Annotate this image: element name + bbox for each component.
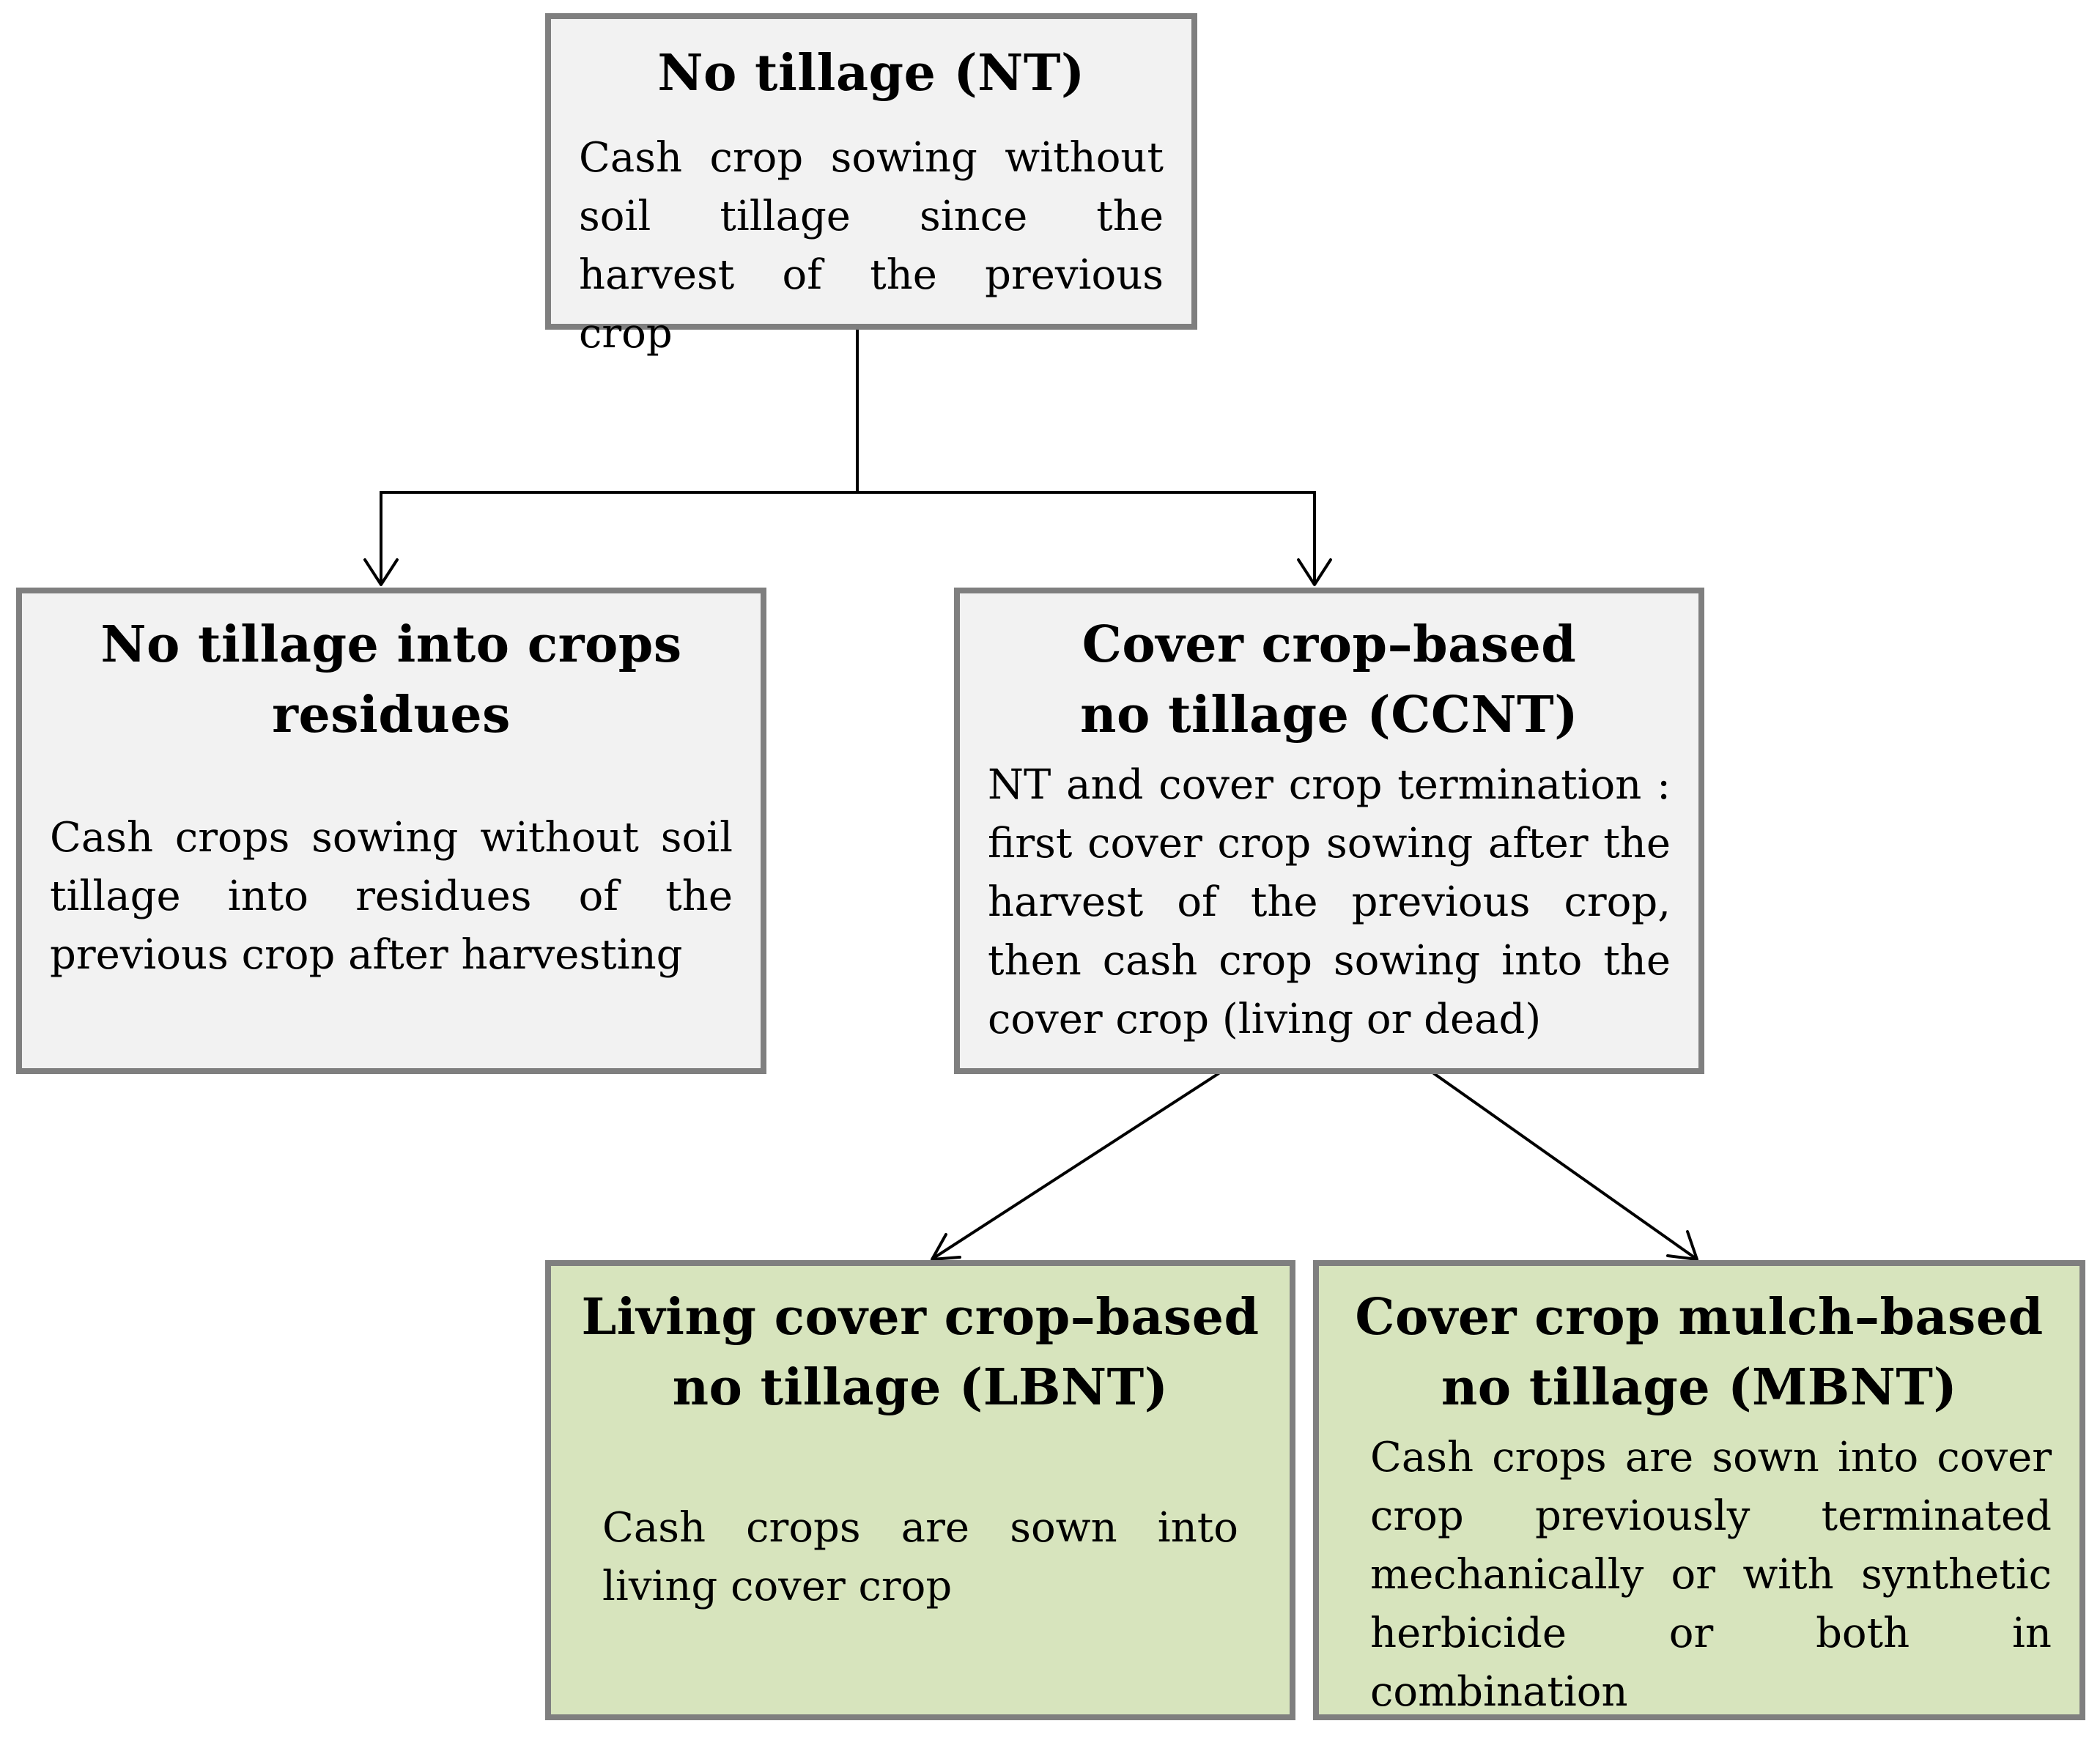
node-no-tillage-residues-description: Cash crops sowing without soil tillage i… <box>50 814 733 979</box>
node-no-tillage: No tillage (NT) Cash crop sowing without… <box>545 13 1197 358</box>
arrowhead-ccnt <box>1297 558 1332 586</box>
node-lbnt-title-line1: Living cover crop–based <box>581 1288 1260 1347</box>
node-no-tillage-residues-title: No tillage into crops residues <box>22 610 761 750</box>
connector-ccnt-to-mbnt <box>1432 1072 1696 1259</box>
arrowhead-mbnt <box>1666 1230 1698 1261</box>
node-ccnt: Cover crop–based no tillage (CCNT) NT an… <box>954 588 1704 1074</box>
node-lbnt-title-line2: no tillage (LBNT) <box>672 1358 1169 1417</box>
arrowhead-residues <box>363 558 399 586</box>
node-mbnt: Cover crop mulch–based no tillage (MBNT)… <box>1313 1260 2085 1720</box>
node-no-tillage-residues-title-line2: residues <box>272 686 511 744</box>
node-ccnt-title-line2: no tillage (CCNT) <box>1080 686 1578 744</box>
node-no-tillage-residues: No tillage into crops residues Cash crop… <box>16 588 766 1074</box>
node-lbnt: Living cover crop–based no tillage (LBNT… <box>545 1260 1295 1720</box>
node-ccnt-title: Cover crop–based no tillage (CCNT) <box>960 610 1698 750</box>
node-no-tillage-description: Cash crop sowing without soil tillage si… <box>579 134 1164 358</box>
node-no-tillage-residues-title-line1: No tillage into crops <box>100 615 682 674</box>
node-mbnt-title: Cover crop mulch–based no tillage (MBNT) <box>1319 1282 2079 1423</box>
node-ccnt-title-line1: Cover crop–based <box>1082 615 1577 674</box>
node-mbnt-description: Cash crops are sown into cover crop prev… <box>1370 1434 2052 1716</box>
node-no-tillage-title: No tillage (NT) <box>657 44 1085 103</box>
node-mbnt-title-line1: Cover crop mulch–based <box>1355 1288 2044 1347</box>
node-lbnt-description: Cash crops are sown into living cover cr… <box>602 1504 1238 1610</box>
connector-ccnt-to-lbnt <box>933 1072 1220 1259</box>
node-ccnt-description: NT and cover crop termination : first co… <box>988 761 1671 1043</box>
node-lbnt-title: Living cover crop–based no tillage (LBNT… <box>551 1282 1290 1423</box>
node-mbnt-title-line2: no tillage (MBNT) <box>1441 1358 1958 1417</box>
arrowhead-lbnt <box>931 1233 961 1261</box>
